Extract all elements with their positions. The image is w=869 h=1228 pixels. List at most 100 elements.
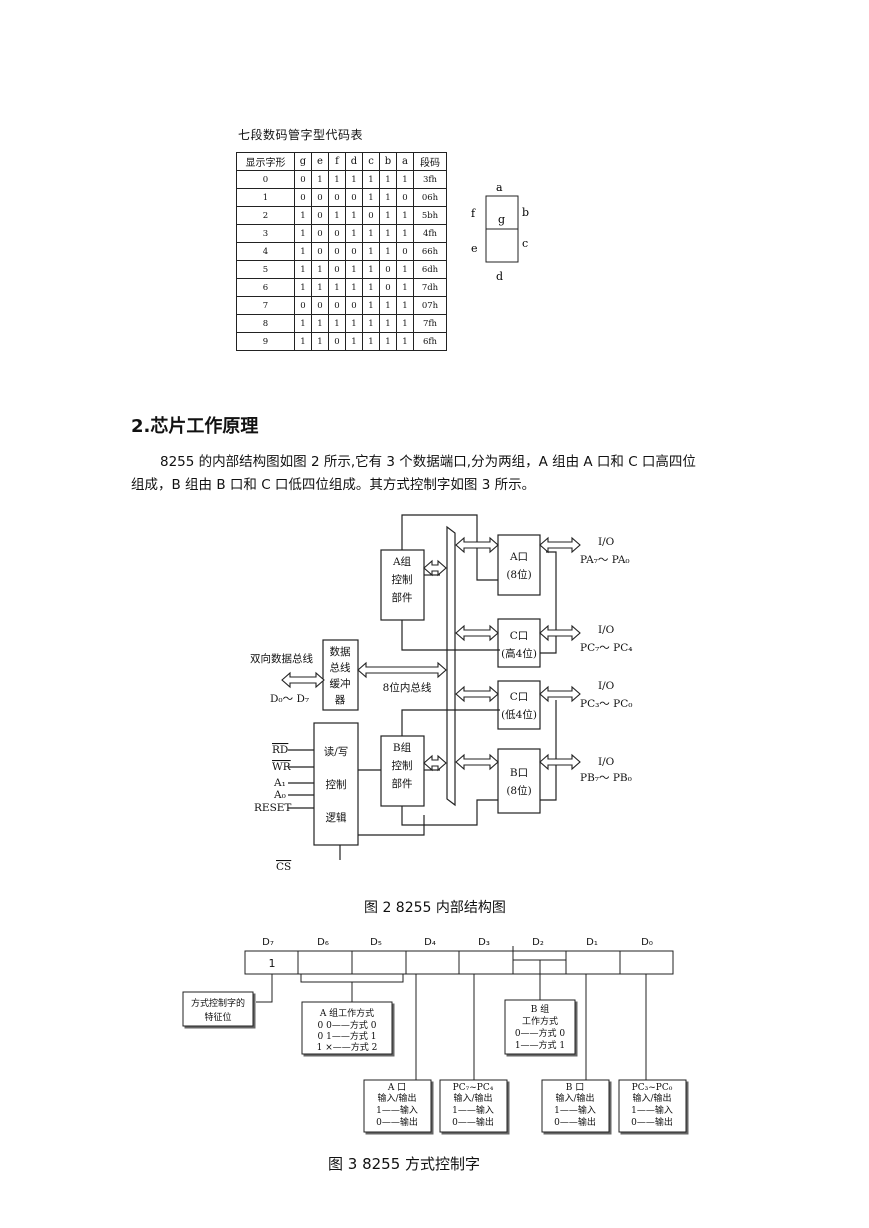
seg-table-cell: 0	[311, 242, 329, 261]
seg-table-cell: 4fh	[413, 224, 447, 243]
seg-table-cell: 1	[328, 170, 346, 189]
b-mode-line-1: B 组	[531, 1003, 549, 1015]
port-a-io-line-2: 输入/输出	[377, 1092, 416, 1104]
seg-table-cell: 1	[345, 206, 363, 225]
bit-d1: D₁	[586, 937, 598, 948]
a-mode-line-2: 0 0——方式 0	[318, 1019, 377, 1031]
seg-table-cell: 0	[345, 242, 363, 261]
a-ctrl-line-2: 控制	[392, 573, 413, 586]
seg-table-cell: 1	[345, 314, 363, 333]
seg-table-cell: 1	[294, 332, 312, 351]
pb-label: PB₇～ PB₀	[580, 772, 632, 784]
seg-table-cell: 0	[236, 170, 295, 189]
seg-table-cell: 0	[328, 224, 346, 243]
seg-table-cell: 4	[236, 242, 295, 261]
header-c: c	[362, 152, 380, 171]
seg-table-cell: 1	[396, 296, 414, 315]
b-mode-line-3: 0——方式 0	[515, 1027, 566, 1039]
rw-line-3: 逻辑	[326, 811, 347, 824]
seg-table-cell: 1	[362, 260, 380, 279]
port-c-high-box	[497, 618, 541, 668]
seg-table-cell: 1	[362, 278, 380, 297]
a-group-mode-box	[301, 1001, 393, 1055]
rw-line-1: 读/写	[324, 745, 349, 758]
a1-label: A₁	[273, 777, 286, 789]
data-bus-label: 双向数据总线	[250, 652, 313, 665]
seg-table-cell: 1	[396, 170, 414, 189]
seg-table-cell: 0	[379, 278, 397, 297]
pc-hi-io-line-2: 输入/输出	[453, 1092, 492, 1104]
seg-table-cell: 1	[362, 242, 380, 261]
seg-table-cell: 3fh	[413, 170, 447, 189]
seg-table-cell: 8	[236, 314, 295, 333]
port-a-io-line-3: 1——输入	[376, 1104, 418, 1116]
seg-table-cell: 1	[294, 206, 312, 225]
buffer-line-2: 总线	[330, 661, 351, 674]
port-c-lo-line-2: (低4位)	[501, 708, 537, 721]
seg-table-cell: 0	[294, 296, 312, 315]
port-a-line-1: A口	[509, 551, 528, 563]
seg-table-cell: 1	[294, 224, 312, 243]
pc-hi-io-line-1: PC₇~PC₄	[453, 1083, 494, 1093]
seven-segment-diagram: a b c d e f g	[471, 181, 529, 283]
seg-table-cell: 0	[328, 332, 346, 351]
a-ctrl-line-1: A组	[392, 555, 412, 568]
seg-table-cell: 0	[328, 296, 346, 315]
data-bus-buffer-box	[322, 639, 359, 711]
seg-table-cell: 7dh	[413, 278, 447, 297]
rw-line-2: 控制	[326, 778, 347, 791]
d7-value: 1	[269, 957, 276, 970]
port-c-lo-line-1: C口	[510, 691, 529, 703]
seg-table-cell: 5	[236, 260, 295, 279]
seg-table-cell: 1	[311, 260, 329, 279]
a-mode-line-4: 1 ×——方式 2	[317, 1041, 378, 1053]
header-b: b	[379, 152, 397, 171]
seg-table-cell: 0	[328, 260, 346, 279]
seg-table-cell: 1	[345, 332, 363, 351]
seg-table-cell: 1	[396, 260, 414, 279]
b-group-mode-box	[504, 999, 576, 1055]
pc-lo-io-line-2: 输入/输出	[632, 1092, 671, 1104]
seg-table-cell: 1	[396, 332, 414, 351]
seg-table-cell: 0	[328, 242, 346, 261]
seg-label-g: g	[498, 213, 505, 226]
seg-table-cell: 1	[294, 260, 312, 279]
b-ctrl-line-2: 控制	[392, 759, 413, 772]
seg-table-cell: 6fh	[413, 332, 447, 351]
bit-d3: D₃	[478, 937, 490, 948]
seg-table-cell: 66h	[413, 242, 447, 261]
header-code: 段码	[413, 152, 447, 171]
seg-table-cell: 06h	[413, 188, 447, 207]
port-a-io-line-4: 0——输出	[376, 1116, 418, 1128]
seg-table-cell: 1	[294, 278, 312, 297]
seg-table-title: 七段数码管字型代码表	[238, 128, 364, 142]
seg-table-cell: 1	[379, 206, 397, 225]
bit-d5: D₅	[370, 937, 382, 948]
port-a-line-2: (8位)	[506, 568, 531, 581]
cs-label: CS	[276, 861, 291, 873]
seg-table-cell: 0	[396, 188, 414, 207]
feature-line-1: 方式控制字的	[191, 997, 245, 1009]
seg-table-cell: 0	[294, 170, 312, 189]
header-e: e	[311, 152, 329, 171]
port-a-io-line-1: A 口	[387, 1083, 406, 1093]
pc-lo-io-line-4: 0——输出	[631, 1116, 673, 1128]
port-b-box	[497, 748, 541, 814]
port-a-box	[497, 534, 541, 596]
port-c-hi-line-1: C口	[510, 630, 529, 642]
io-label-c-hi: I/O	[598, 624, 615, 636]
bit-d0: D₀	[641, 937, 653, 948]
seg-table-cell: 1	[379, 332, 397, 351]
seg-table-cell: 9	[236, 332, 295, 351]
buffer-line-4: 器	[335, 694, 346, 706]
pc-lo-io-line-3: 1——输入	[631, 1104, 673, 1116]
io-label-a: I/O	[598, 536, 615, 548]
seg-table-cell: 1	[379, 296, 397, 315]
figure-8255-mode-control-word: D₇ D₆ D₅ D₄ D₃ D₂ D₁ D₀	[182, 937, 687, 1133]
seg-table-cell: 0	[311, 188, 329, 207]
seg-table-cell: 0	[396, 242, 414, 261]
